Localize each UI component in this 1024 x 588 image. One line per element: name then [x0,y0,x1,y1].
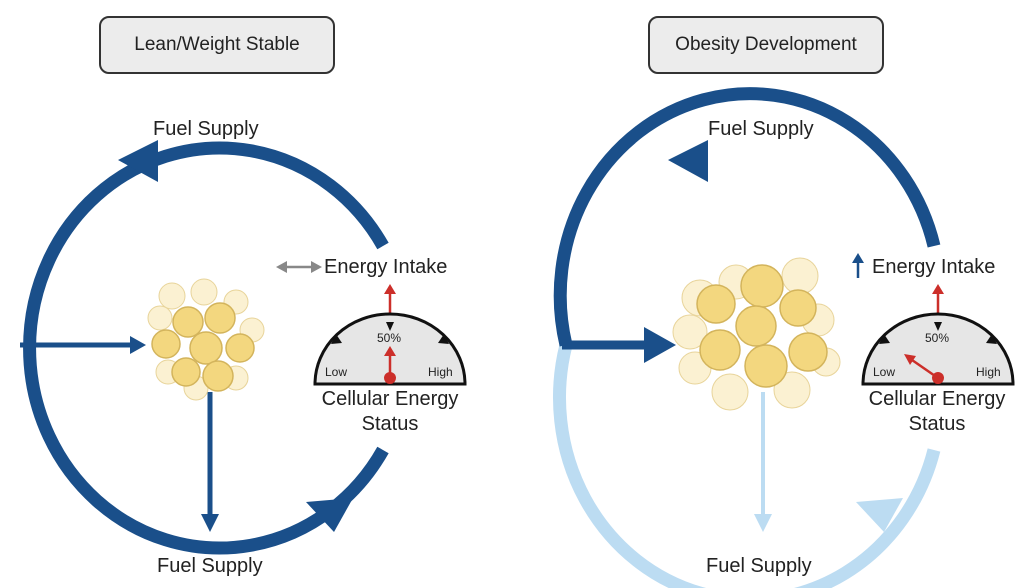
right-fuel-cycle-ring-lower [553,343,941,588]
right-gauge-high-label: High [976,365,1001,379]
left-output-arrowhead [201,514,219,532]
right-intake-red-arrow [932,284,944,315]
right-cellular-energy-status-label: Cellular Energy Status [847,387,1024,437]
right-cellular-energy-line2: Status [908,413,966,435]
left-supply-arrowhead [130,336,146,354]
right-energy-gauge: 50% Low High [861,312,1015,386]
right-fat-cell-cluster [672,257,841,411]
right-gauge-low-label: Low [873,365,895,379]
left-cellular-energy-status-label: Cellular Energy Status [300,387,480,437]
left-panel: 50% Low High [20,140,467,555]
left-gauge-high-label: High [428,365,453,379]
right-energy-intake-up-icon [852,253,864,278]
left-cellular-energy-line1: Cellular Energy [321,388,459,410]
right-cycle-arrowhead-bottom [856,498,903,532]
left-intake-red-arrow [384,284,396,315]
right-panel-title: Obesity Development [648,16,884,74]
left-fuel-supply-bottom-label: Fuel Supply [157,555,263,577]
left-energy-intake-label: Energy Intake [324,256,448,278]
left-fuel-cycle-ring [23,141,389,555]
right-cycle-arrowhead-top [668,140,708,182]
right-panel: 50% Low High [553,87,1015,588]
right-output-arrowhead [754,514,772,532]
right-gauge-mid-label: 50% [925,331,949,345]
right-supply-arrowhead [644,327,676,363]
right-cellular-energy-line1: Cellular Energy [868,388,1006,410]
left-gauge-low-label: Low [325,365,347,379]
right-energy-intake-label: Energy Intake [872,256,996,278]
left-energy-intake-stable-icon [276,261,322,273]
right-fuel-supply-bottom-label: Fuel Supply [706,555,812,577]
left-fat-cell-cluster [147,278,265,401]
left-cycle-arrowhead-bottom [306,498,353,532]
left-panel-title: Lean/Weight Stable [99,16,335,74]
right-gauge-pivot [932,372,944,384]
left-cellular-energy-line2: Status [361,413,419,435]
right-fuel-supply-top-label: Fuel Supply [708,118,814,140]
right-fuel-cycle-ring-upper [553,87,941,347]
left-energy-gauge: 50% Low High [313,312,467,386]
left-fuel-supply-top-label: Fuel Supply [153,118,259,140]
left-cycle-arrowhead-top [118,140,158,182]
left-gauge-mid-label: 50% [377,331,401,345]
left-gauge-pivot [384,372,396,384]
